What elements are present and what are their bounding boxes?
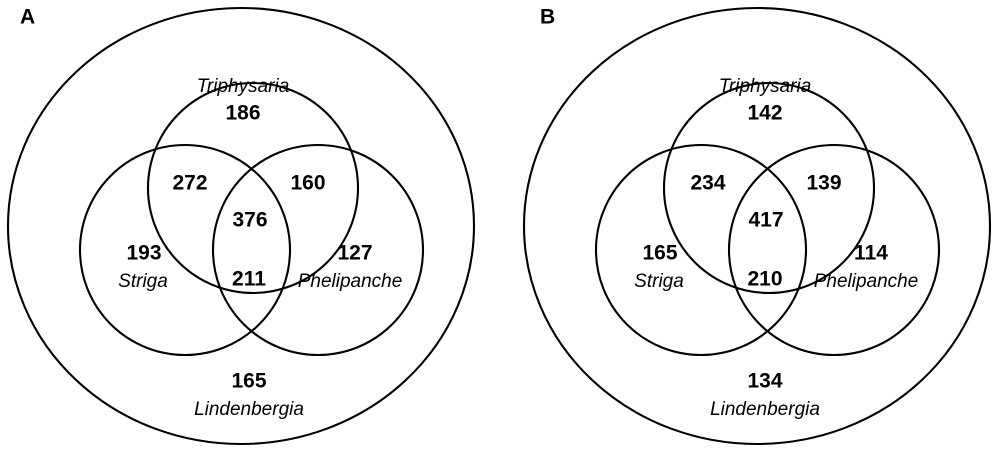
panel-a-count-lindenbergia-only: 165 <box>231 370 266 393</box>
panel-a-circle-triphysaria[interactable] <box>148 83 358 293</box>
panel-a-count-all-three: 376 <box>232 209 267 232</box>
panel-b-label-lindenbergia: Lindenbergia <box>710 399 820 420</box>
panel-b-circle-striga[interactable] <box>596 145 806 355</box>
panel-b-count-triphysaria-striga: 234 <box>690 172 725 195</box>
panel-b-count-striga-phelipanche: 210 <box>747 268 782 291</box>
panel-b-circle-phelipanche[interactable] <box>729 145 939 355</box>
panel-a-count-phelipanche-only: 127 <box>337 242 372 265</box>
panel-b-count-striga-only: 165 <box>642 242 677 265</box>
panel-a-label-lindenbergia: Lindenbergia <box>194 399 304 420</box>
panel-b-label-phelipanche: Phelipanche <box>814 271 919 292</box>
panel-b-count-all-three: 417 <box>748 209 783 232</box>
panel-a-circle-phelipanche[interactable] <box>213 145 423 355</box>
panel-a-count-triphysaria-striga: 272 <box>172 172 207 195</box>
panel-b-outer-ellipse-lindenbergia[interactable] <box>522 6 992 446</box>
panel-b-count-phelipanche-only: 114 <box>854 242 888 265</box>
panel-label-a: A <box>20 6 35 29</box>
panel-b-label-triphysaria: Triphysaria <box>719 76 812 97</box>
panel-a: A Triphysaria 186 272 160 376 211 193 St… <box>6 6 476 446</box>
panel-a-count-triphysaria-phelipanche: 160 <box>290 172 325 195</box>
panel-a-count-triphysaria-only: 186 <box>225 102 260 125</box>
panel-b-count-triphysaria-only: 142 <box>747 102 782 125</box>
panel-b-label-striga: Striga <box>634 271 684 292</box>
panel-b-count-triphysaria-phelipanche: 139 <box>806 172 841 195</box>
panel-a-label-striga: Striga <box>118 271 168 292</box>
panel-label-b: B <box>540 6 555 29</box>
panel-a-outer-ellipse-lindenbergia[interactable] <box>6 6 476 446</box>
panel-b: B Triphysaria 142 234 139 417 210 165 St… <box>522 6 992 446</box>
panel-a-circle-striga[interactable] <box>80 145 290 355</box>
panel-a-label-phelipanche: Phelipanche <box>298 271 403 292</box>
panel-b-count-lindenbergia-only: 134 <box>747 370 782 393</box>
panel-a-count-striga-phelipanche: 211 <box>232 268 266 291</box>
panel-b-circle-triphysaria[interactable] <box>664 83 874 293</box>
panel-a-label-triphysaria: Triphysaria <box>197 76 290 97</box>
panel-a-count-striga-only: 193 <box>126 242 161 265</box>
